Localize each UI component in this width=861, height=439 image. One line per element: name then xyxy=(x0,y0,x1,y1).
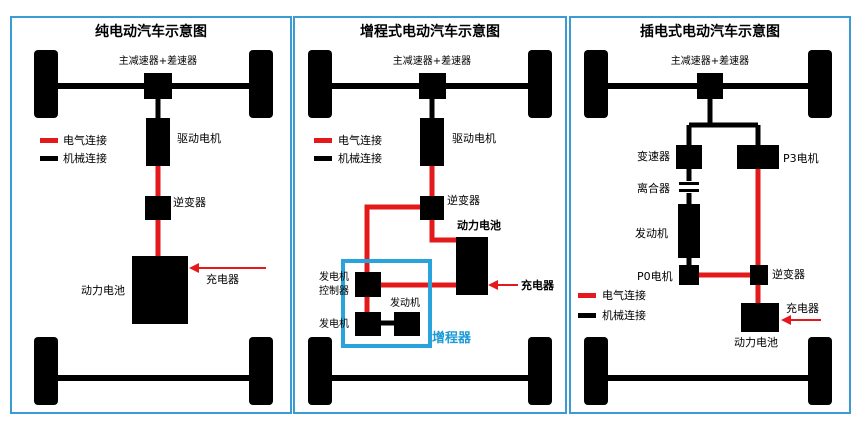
legend-electric-swatch xyxy=(578,293,596,298)
legend-mechanical: 机械连接 xyxy=(63,151,107,165)
generator-controller-block xyxy=(355,272,381,297)
range-extender-box xyxy=(341,259,432,348)
rear-left-wheel xyxy=(34,337,58,405)
panel-title: 增程式电动汽车示意图 xyxy=(360,23,500,40)
panel-title: 纯电动汽车示意图 xyxy=(95,23,207,40)
rear-axle xyxy=(594,375,820,381)
rear-left-wheel xyxy=(308,337,332,405)
generator-controller-label-1: 发电机 xyxy=(319,270,349,283)
legend-electric: 电气连接 xyxy=(602,288,646,302)
inverter-label: 逆变器 xyxy=(173,195,206,209)
rear-right-wheel xyxy=(808,337,832,405)
rear-right-wheel xyxy=(528,337,552,405)
battery-label: 动力电池 xyxy=(457,218,501,232)
engine-block xyxy=(678,204,700,258)
reducer-block xyxy=(144,73,172,99)
battery-label: 动力电池 xyxy=(81,284,125,297)
rear-left-wheel xyxy=(584,337,608,405)
inverter-label: 逆变器 xyxy=(772,267,805,281)
panel-phev: 插电式电动汽车示意图 主减速器+差速器 变速器 P3电机 离合器 发动机 xyxy=(569,16,851,414)
legend-mechanical-swatch xyxy=(578,313,596,318)
rear-axle xyxy=(318,375,540,381)
front-left-wheel xyxy=(308,50,332,118)
front-right-wheel xyxy=(528,50,552,118)
inverter-block xyxy=(145,196,171,220)
legend-mechanical-swatch xyxy=(314,156,332,161)
arrow-head-icon xyxy=(781,315,791,325)
charger-label: 充电器 xyxy=(206,272,239,286)
clutch-plate xyxy=(679,189,699,192)
rear-axle xyxy=(44,375,262,381)
range-extender-label: 增程器 xyxy=(432,330,472,346)
panel-bev: 纯电动汽车示意图 主减速器+差速器 驱动电机 逆变器 动力电池 充电器 电气连接… xyxy=(10,16,292,414)
battery-block xyxy=(741,303,779,332)
p3-motor-block xyxy=(737,145,779,169)
legend-electric: 电气连接 xyxy=(63,133,107,147)
panel-erev: 增程式电动汽车示意图 增程器 主减速器+差速器 驱动电机 逆变器 动力电池 发电… xyxy=(293,16,567,414)
legend-electric-swatch xyxy=(314,138,332,143)
motor-label: 驱动电机 xyxy=(177,131,221,145)
transmission-label: 变速器 xyxy=(637,149,670,163)
charger-label: 充电器 xyxy=(786,301,819,315)
front-left-wheel xyxy=(584,50,608,118)
front-right-wheel xyxy=(249,50,273,118)
battery-block xyxy=(456,237,488,295)
front-right-wheel xyxy=(808,50,832,118)
rear-right-wheel xyxy=(249,337,273,405)
generator-label: 发电机 xyxy=(319,317,349,330)
arrow-head-icon xyxy=(488,280,498,290)
panel-title: 插电式电动汽车示意图 xyxy=(640,23,780,40)
arrow-head-icon xyxy=(189,263,199,273)
engine-label: 发动机 xyxy=(390,296,420,309)
reducer-label: 主减速器+差速器 xyxy=(119,54,197,67)
p0-motor-block xyxy=(679,265,699,285)
legend-mechanical-swatch xyxy=(40,156,58,161)
engine-label: 发动机 xyxy=(635,226,668,240)
motor-block xyxy=(146,118,170,166)
reducer-block xyxy=(697,73,723,99)
clutch-plate xyxy=(679,182,699,185)
legend-mechanical: 机械连接 xyxy=(602,308,646,322)
inverter-block xyxy=(420,196,444,220)
reducer-label: 主减速器+差速器 xyxy=(393,54,471,67)
front-left-wheel xyxy=(34,50,58,118)
motor-label: 驱动电机 xyxy=(452,131,496,145)
charger-label: 充电器 xyxy=(521,278,555,292)
p3-motor-label: P3电机 xyxy=(783,151,819,165)
legend-electric-swatch xyxy=(40,138,58,143)
legend-electric: 电气连接 xyxy=(338,133,382,147)
reducer-label: 主减速器+差速器 xyxy=(671,54,749,67)
inverter-label: 逆变器 xyxy=(447,193,480,207)
generator-controller-label-2: 控制器 xyxy=(319,284,349,297)
reducer-block xyxy=(419,73,446,99)
motor-block xyxy=(420,118,444,166)
legend-mechanical: 机械连接 xyxy=(338,151,382,165)
battery-block xyxy=(132,256,188,324)
p0-motor-label: P0电机 xyxy=(637,269,673,283)
electric-link xyxy=(364,204,420,272)
battery-label: 动力电池 xyxy=(734,336,778,349)
transmission-block xyxy=(676,145,702,169)
clutch-label: 离合器 xyxy=(637,181,670,195)
inverter-block xyxy=(750,265,768,285)
engine-block xyxy=(394,312,420,336)
electric-link xyxy=(429,220,456,243)
generator-block xyxy=(355,312,381,336)
